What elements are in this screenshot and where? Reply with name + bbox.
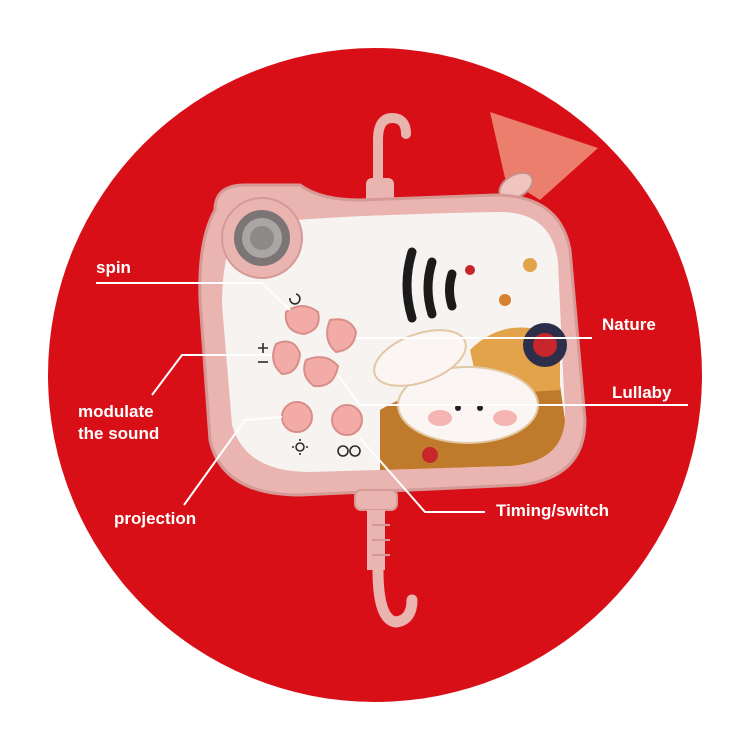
speaker-grille-icon <box>221 197 303 279</box>
timing-icon <box>337 445 361 457</box>
callout-lines <box>96 282 688 513</box>
modulate-label-line1: modulate <box>78 402 154 421</box>
modulate-callout-line <box>151 354 272 396</box>
spin-callout-line <box>96 282 291 311</box>
nature-button[interactable] <box>326 318 358 354</box>
modulate-label: modulate the sound <box>78 401 159 445</box>
modulate-label-line2: the sound <box>78 424 160 443</box>
projection-button[interactable] <box>281 401 313 433</box>
projection-callout-line <box>183 416 283 506</box>
sound-modulation-icon <box>258 343 268 363</box>
control-buttons <box>272 305 363 436</box>
nature-label: Nature <box>602 315 656 334</box>
spin-label: spin <box>96 258 131 277</box>
timing-switch-label: Timing/switch <box>496 501 610 520</box>
timing-callout-line <box>359 437 485 513</box>
sound-wave-icon <box>402 247 457 323</box>
timing-switch-button[interactable] <box>331 404 363 436</box>
modulate-button[interactable] <box>272 340 302 376</box>
spin-icon <box>289 293 301 305</box>
projection-label: projection <box>114 509 197 528</box>
spin-button[interactable] <box>284 305 320 336</box>
hanging-hook-icon <box>354 489 418 628</box>
lullaby-callout-line <box>337 374 688 406</box>
lullaby-button[interactable] <box>303 356 340 388</box>
music-box-device <box>198 183 587 628</box>
projection-icon <box>292 439 308 455</box>
lullaby-label: Lullaby <box>612 383 672 402</box>
